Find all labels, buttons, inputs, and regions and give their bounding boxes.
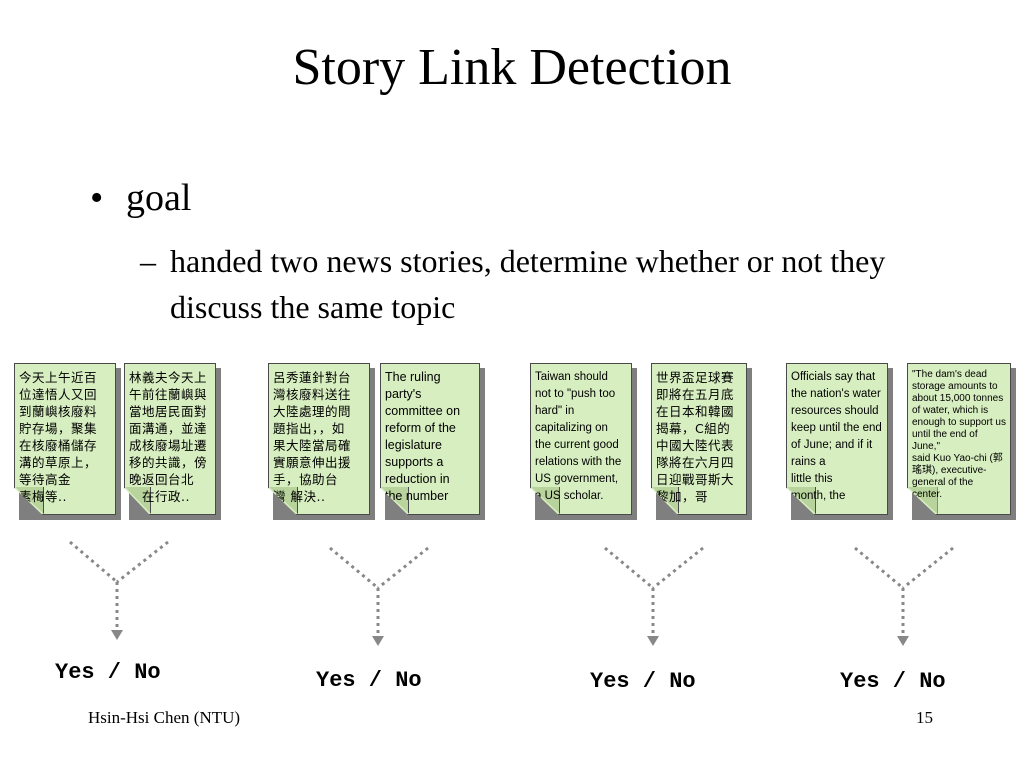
merge-arrow-4-icon [854,546,954,646]
merge-arrow-2-icon [329,546,429,646]
document-text: The ruling party's committee on reform o… [385,370,461,503]
merge-arrow-1-icon [69,540,169,640]
document-text: Officials say that the nation's water re… [791,371,882,502]
footer-page-number: 15 [916,708,933,727]
pair-3-right-document: 世界盃足球賽 即將在五月底 在日本和韓國 揭幕，C組的 中國大陸代表 隊將在六月… [651,363,752,520]
pair-1-left-document: 今天上午近百 位達悟人又回 到蘭嶼核廢料 貯存場，聚集 在核廢桶儲存 溝的草原上… [14,363,121,520]
document-text: 呂秀蓮針對台 灣核廢料送往 大陸處理的問 題指出，，如 果大陸當局確 實願意伸出… [273,370,352,504]
pair-2-right-document: The ruling party's committee on reform o… [380,363,485,520]
document-text: 林義夫今天上 午前往蘭嶼與 當地居民面對 面溝通，並達 成核廢場址遷 移的共識，… [129,370,208,504]
document-text: Taiwan should not to "push too hard" in … [535,371,622,502]
bullet-dot-icon: • [90,177,104,219]
pair-1-answer: Yes / No [55,660,161,685]
document-text: 今天上午近百 位達悟人又回 到蘭嶼核廢料 貯存場，聚集 在核廢桶儲存 溝的草原上… [19,370,98,504]
sub-bullet: – handed two news stories, determine whe… [140,238,960,330]
pair-1-right-document: 林義夫今天上 午前往蘭嶼與 當地居民面對 面溝通，並達 成核廢場址遷 移的共識，… [124,363,221,520]
pair-4-right-document: "The dam's dead storage amounts to about… [907,363,1016,520]
pair-2-answer: Yes / No [316,668,422,693]
footer-author: Hsin-Hsi Chen (NTU) [88,708,241,727]
bullet-goal: • goal [90,176,191,222]
slide-title: Story Link Detection [292,39,732,96]
pair-4-left-document: Officials say that the nation's water re… [786,363,893,520]
sub-bullet-text: handed two news stories, determine wheth… [170,243,886,325]
pair-2-left-document: 呂秀蓮針對台 灣核廢料送往 大陸處理的問 題指出，，如 果大陸當局確 實願意伸出… [268,363,375,520]
sub-bullet-dash: – [140,243,156,279]
pair-4-answer: Yes / No [840,669,946,694]
pair-3-left-document: Taiwan should not to "push too hard" in … [530,363,637,520]
document-text: 世界盃足球賽 即將在五月底 在日本和韓國 揭幕，C組的 中國大陸代表 隊將在六月… [656,370,735,504]
merge-arrow-3-icon [604,546,704,646]
bullet-goal-text: goal [126,177,192,219]
document-text: "The dam's dead storage amounts to about… [912,369,1006,500]
pair-3-answer: Yes / No [590,669,696,694]
